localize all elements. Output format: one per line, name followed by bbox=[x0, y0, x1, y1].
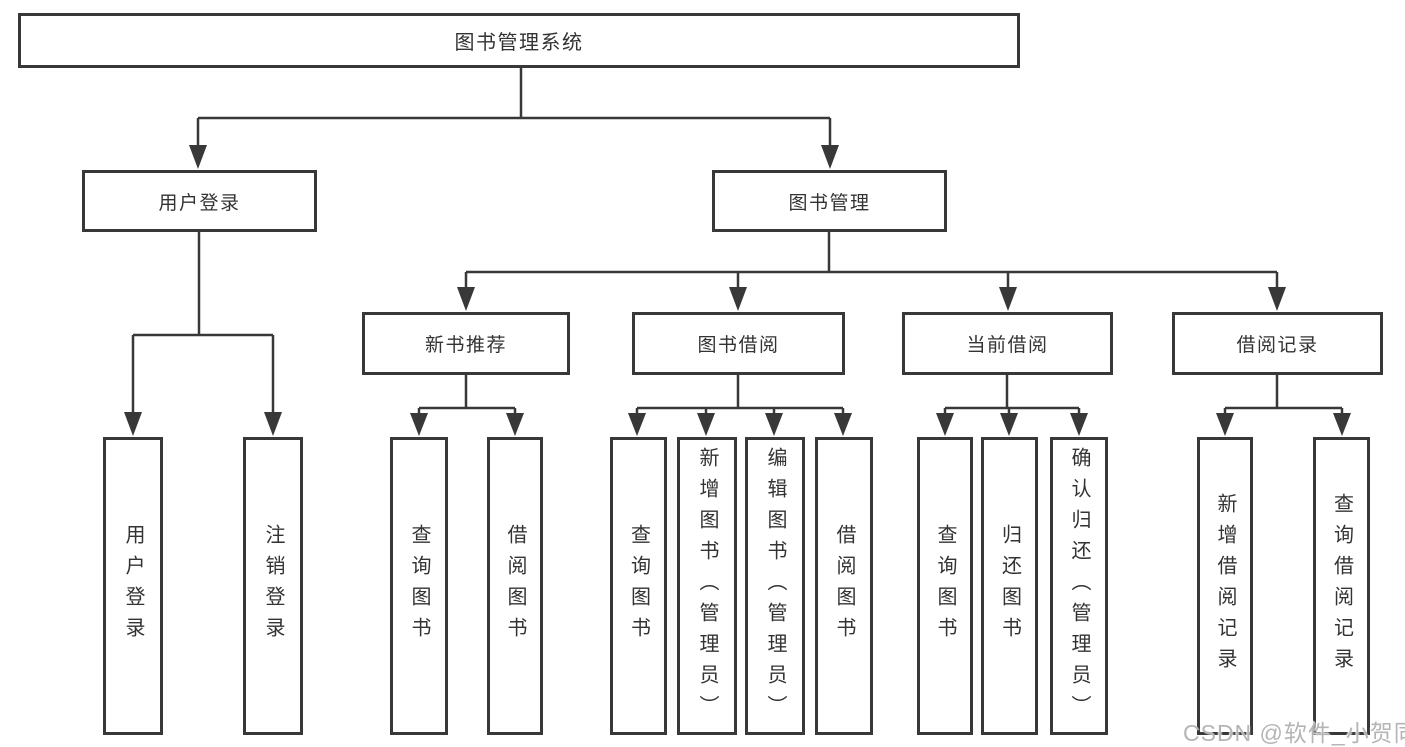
watermark: CSDN @软件_小贺同学 bbox=[1183, 720, 1405, 746]
node-label: 查询图书 bbox=[408, 524, 430, 648]
leaf-borrow-books-1: 借阅图书 bbox=[487, 437, 543, 735]
leaf-add-books-admin: 新增图书（管理员） bbox=[677, 437, 737, 735]
node-label: 查询图书 bbox=[627, 524, 650, 648]
node-book-management: 图书管理 bbox=[712, 170, 947, 232]
arrowhead-icons bbox=[124, 145, 1351, 436]
leaf-logout: 注销登录 bbox=[243, 437, 303, 735]
leaf-user-login: 用户登录 bbox=[103, 437, 163, 735]
node-new-book-recommend: 新书推荐 bbox=[362, 312, 570, 375]
node-current-borrowing: 当前借阅 bbox=[902, 312, 1113, 375]
node-root: 图书管理系统 bbox=[18, 13, 1020, 68]
node-label: 新增图书（管理员） bbox=[696, 446, 718, 726]
node-label: 借阅图书 bbox=[504, 524, 526, 648]
node-label: 编辑图书（管理员） bbox=[764, 446, 786, 726]
node-borrowing-records: 借阅记录 bbox=[1172, 312, 1383, 375]
node-label: 确认归还（管理员） bbox=[1068, 446, 1090, 726]
leaf-confirm-return-admin: 确认归还（管理员） bbox=[1050, 437, 1108, 735]
node-label: 注销登录 bbox=[262, 524, 284, 648]
leaf-query-books-1: 查询图书 bbox=[390, 437, 448, 735]
leaf-return-books: 归还图书 bbox=[981, 437, 1038, 735]
node-user-login: 用户登录 bbox=[82, 170, 317, 232]
node-label: 新增借阅记录 bbox=[1214, 493, 1236, 679]
node-label: 查询图书 bbox=[934, 524, 956, 648]
node-label: 用户登录 bbox=[122, 524, 144, 648]
leaf-borrow-books-2: 借阅图书 bbox=[815, 437, 873, 735]
node-book-borrowing: 图书借阅 bbox=[632, 312, 845, 375]
leaf-query-books-2: 查询图书 bbox=[610, 437, 667, 735]
node-label: 查询借阅记录 bbox=[1330, 493, 1353, 679]
leaf-add-borrow-record: 新增借阅记录 bbox=[1197, 437, 1253, 735]
leaf-query-books-3: 查询图书 bbox=[917, 437, 973, 735]
node-label: 归还图书 bbox=[998, 524, 1021, 648]
leaf-query-borrow-record: 查询借阅记录 bbox=[1313, 437, 1370, 735]
node-label: 借阅图书 bbox=[833, 524, 855, 648]
leaf-edit-books-admin: 编辑图书（管理员） bbox=[745, 437, 805, 735]
